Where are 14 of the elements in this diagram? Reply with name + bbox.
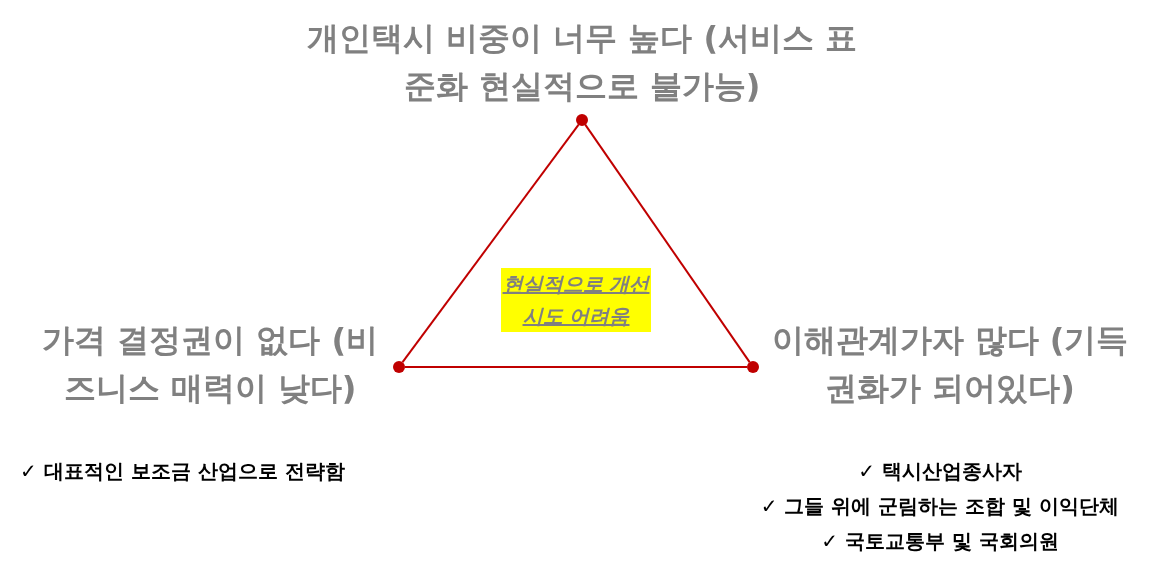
check-item: ✓ 택시산업종사자	[858, 458, 1022, 485]
vertex-dot	[576, 114, 588, 126]
triangle-side	[404, 366, 748, 368]
check-item: ✓ 국토교통부 및 국회의원	[821, 528, 1059, 555]
heading-text: 개인택시 비중이 너무 높다 (서비스 표준화 현실적으로 불가능)	[305, 18, 859, 107]
vertex-dot	[747, 361, 759, 373]
triangle-side	[584, 123, 751, 364]
highlighted-note: 현실적으로 개선 시도 어려움	[501, 268, 651, 332]
check-item: ✓ 대표적인 보조금 산업으로 전략함	[20, 458, 345, 485]
triangle-side	[401, 123, 580, 364]
heading-text: 가격 결정권이 없다 (비즈니스 매력이 낮다)	[40, 320, 379, 409]
heading-text: 이해관계가자 많다 (기득권화가 되어있다)	[770, 320, 1130, 409]
vertex-dot	[393, 361, 405, 373]
check-item: ✓ 그들 위에 군림하는 조합 및 이익단체	[760, 493, 1120, 520]
